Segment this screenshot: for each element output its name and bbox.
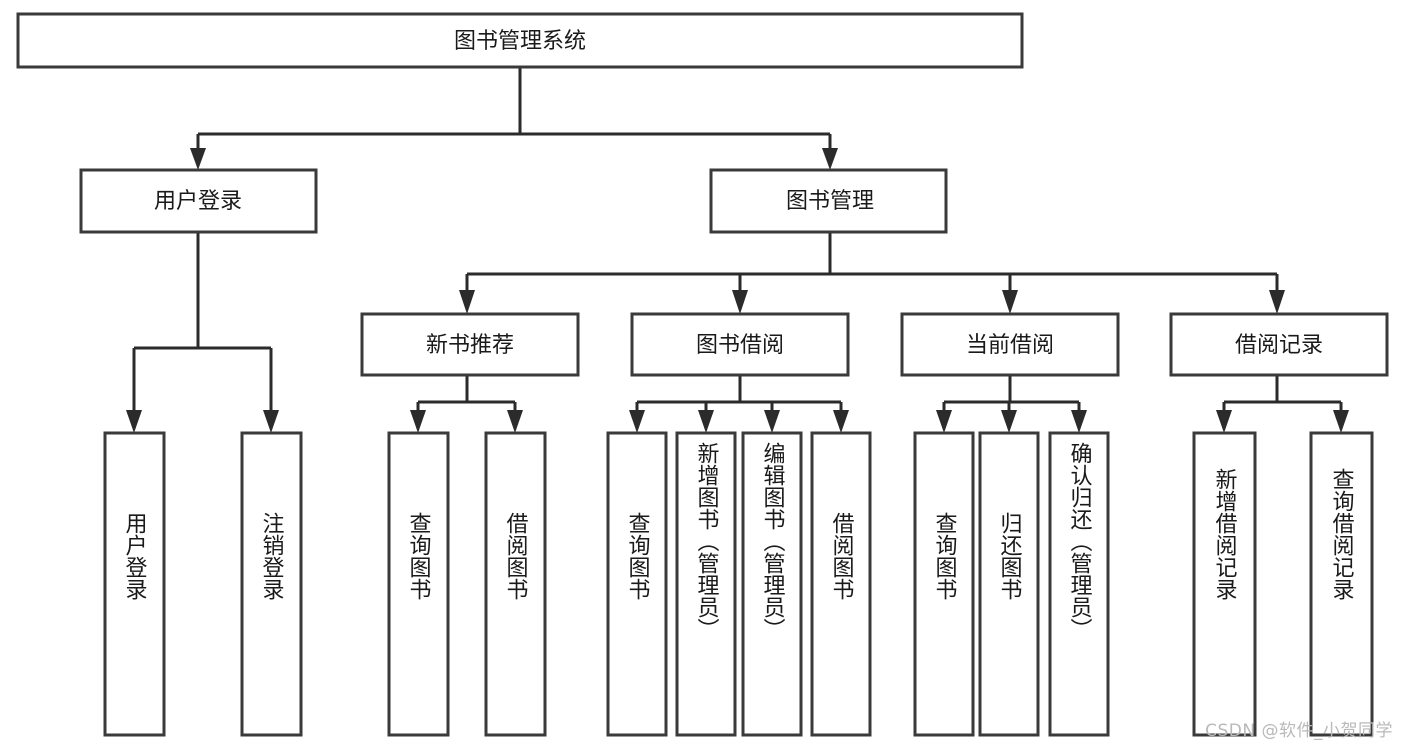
connector-group-root — [190, 67, 838, 170]
node-leaf-query-record-label: 查询借阅记录 — [1329, 468, 1355, 600]
arrow-head-icon — [1216, 410, 1232, 433]
node-leaf-query-book-1[interactable]: 查询图书 — [387, 431, 450, 737]
node-current-borrow-label: 当前借阅 — [966, 333, 1054, 358]
node-leaf-query-book-1-label: 查询图书 — [406, 512, 432, 600]
node-user-login[interactable]: 用户登录 — [79, 168, 318, 234]
node-root-box[interactable] — [16, 12, 1024, 69]
node-user-login-box[interactable] — [79, 168, 318, 234]
connector-group-current-borrow — [936, 375, 1087, 433]
node-leaf-confirm-return-label: 确认归还（管理员） — [1067, 442, 1093, 640]
node-leaf-query-book-3-box[interactable] — [913, 431, 975, 737]
node-user-login-label: 用户登录 — [154, 189, 242, 214]
node-book-borrow-box[interactable] — [630, 312, 850, 377]
arrow-head-icon — [1071, 410, 1087, 433]
arrow-head-icon — [936, 410, 952, 433]
node-new-book-recommend-label: 新书推荐 — [426, 333, 514, 358]
arrow-head-icon — [410, 410, 426, 433]
node-leaf-edit-book-box[interactable] — [741, 431, 803, 737]
node-leaf-return-book-box[interactable] — [978, 431, 1040, 737]
arrow-head-icon — [698, 410, 714, 433]
node-leaf-borrow-book-2-box[interactable] — [810, 431, 872, 737]
node-book-manage-box[interactable] — [709, 168, 948, 234]
node-leaf-query-record-box[interactable] — [1309, 431, 1374, 737]
node-leaf-query-book-3[interactable]: 查询图书 — [913, 431, 975, 737]
node-leaf-logout-login-box[interactable] — [240, 431, 303, 737]
arrow-head-icon — [629, 410, 645, 433]
arrow-head-icon — [190, 148, 206, 170]
arrow-head-icon — [822, 148, 838, 170]
node-leaf-user-login-label: 用户登录 — [122, 512, 148, 600]
node-leaf-return-book[interactable]: 归还图书 — [978, 431, 1040, 737]
node-leaf-add-book-label: 新增图书（管理员） — [694, 442, 720, 640]
arrow-head-icon — [1001, 410, 1017, 433]
node-book-manage-label: 图书管理 — [786, 189, 874, 214]
connector-group-user-login — [126, 232, 279, 433]
arrow-head-icon — [1002, 290, 1018, 314]
node-leaf-borrow-book-1-box[interactable] — [484, 431, 547, 737]
connector-group-book-borrow — [629, 375, 849, 433]
node-leaf-query-book-2-label: 查询图书 — [625, 512, 651, 600]
node-leaf-query-book-2-box[interactable] — [606, 431, 668, 737]
node-leaf-return-book-label: 归还图书 — [997, 512, 1023, 600]
arrow-head-icon — [1269, 290, 1285, 314]
node-leaf-add-book-box[interactable] — [675, 431, 737, 737]
arrow-head-icon — [732, 290, 748, 314]
node-current-borrow[interactable]: 当前借阅 — [900, 312, 1120, 377]
arrow-head-icon — [1333, 410, 1349, 433]
node-leaf-confirm-return-box[interactable] — [1048, 431, 1110, 737]
node-root-label: 图书管理系统 — [454, 29, 586, 54]
node-leaf-add-record[interactable]: 新增借阅记录 — [1192, 431, 1257, 737]
node-leaf-edit-book-label: 编辑图书（管理员） — [760, 442, 786, 640]
node-leaf-borrow-book-1[interactable]: 借阅图书 — [484, 431, 547, 737]
node-leaf-query-record[interactable]: 查询借阅记录 — [1309, 431, 1374, 737]
node-book-manage[interactable]: 图书管理 — [709, 168, 948, 234]
node-leaf-add-book[interactable]: 新增图书（管理员） — [675, 431, 737, 737]
node-leaf-confirm-return[interactable]: 确认归还（管理员） — [1048, 431, 1110, 737]
connector-group-new-book-recommend — [410, 375, 523, 433]
arrow-head-icon — [126, 410, 142, 433]
node-new-book-recommend[interactable]: 新书推荐 — [360, 312, 580, 377]
node-leaf-borrow-book-1-label: 借阅图书 — [503, 512, 529, 600]
node-current-borrow-box[interactable] — [900, 312, 1120, 377]
node-leaf-query-book-2[interactable]: 查询图书 — [606, 431, 668, 737]
arrow-head-icon — [833, 410, 849, 433]
arrow-head-icon — [507, 410, 523, 433]
node-leaf-query-book-1-box[interactable] — [387, 431, 450, 737]
node-borrow-record-box[interactable] — [1169, 312, 1389, 377]
node-leaf-add-record-box[interactable] — [1192, 431, 1257, 737]
node-new-book-recommend-box[interactable] — [360, 312, 580, 377]
connector-group-borrow-record — [1216, 375, 1349, 433]
node-book-borrow-label: 图书借阅 — [696, 333, 784, 358]
node-leaf-user-login[interactable]: 用户登录 — [103, 431, 166, 737]
arrow-head-icon — [459, 290, 475, 314]
node-leaf-borrow-book-2-label: 借阅图书 — [829, 512, 855, 600]
node-leaf-logout-login[interactable]: 注销登录 — [240, 431, 303, 737]
node-leaf-borrow-book-2[interactable]: 借阅图书 — [810, 431, 872, 737]
arrow-head-icon — [263, 410, 279, 433]
node-leaf-edit-book[interactable]: 编辑图书（管理员） — [741, 431, 803, 737]
node-borrow-record[interactable]: 借阅记录 — [1169, 312, 1389, 377]
node-borrow-record-label: 借阅记录 — [1235, 333, 1323, 358]
node-leaf-add-record-label: 新增借阅记录 — [1212, 468, 1238, 600]
node-leaf-query-book-3-label: 查询图书 — [932, 512, 958, 600]
node-root[interactable]: 图书管理系统 — [16, 12, 1024, 69]
node-book-borrow[interactable]: 图书借阅 — [630, 312, 850, 377]
node-leaf-logout-login-label: 注销登录 — [259, 512, 285, 600]
arrow-head-icon — [764, 410, 780, 433]
node-leaf-user-login-box[interactable] — [103, 431, 166, 737]
connector-group-book-manage — [459, 232, 1285, 314]
